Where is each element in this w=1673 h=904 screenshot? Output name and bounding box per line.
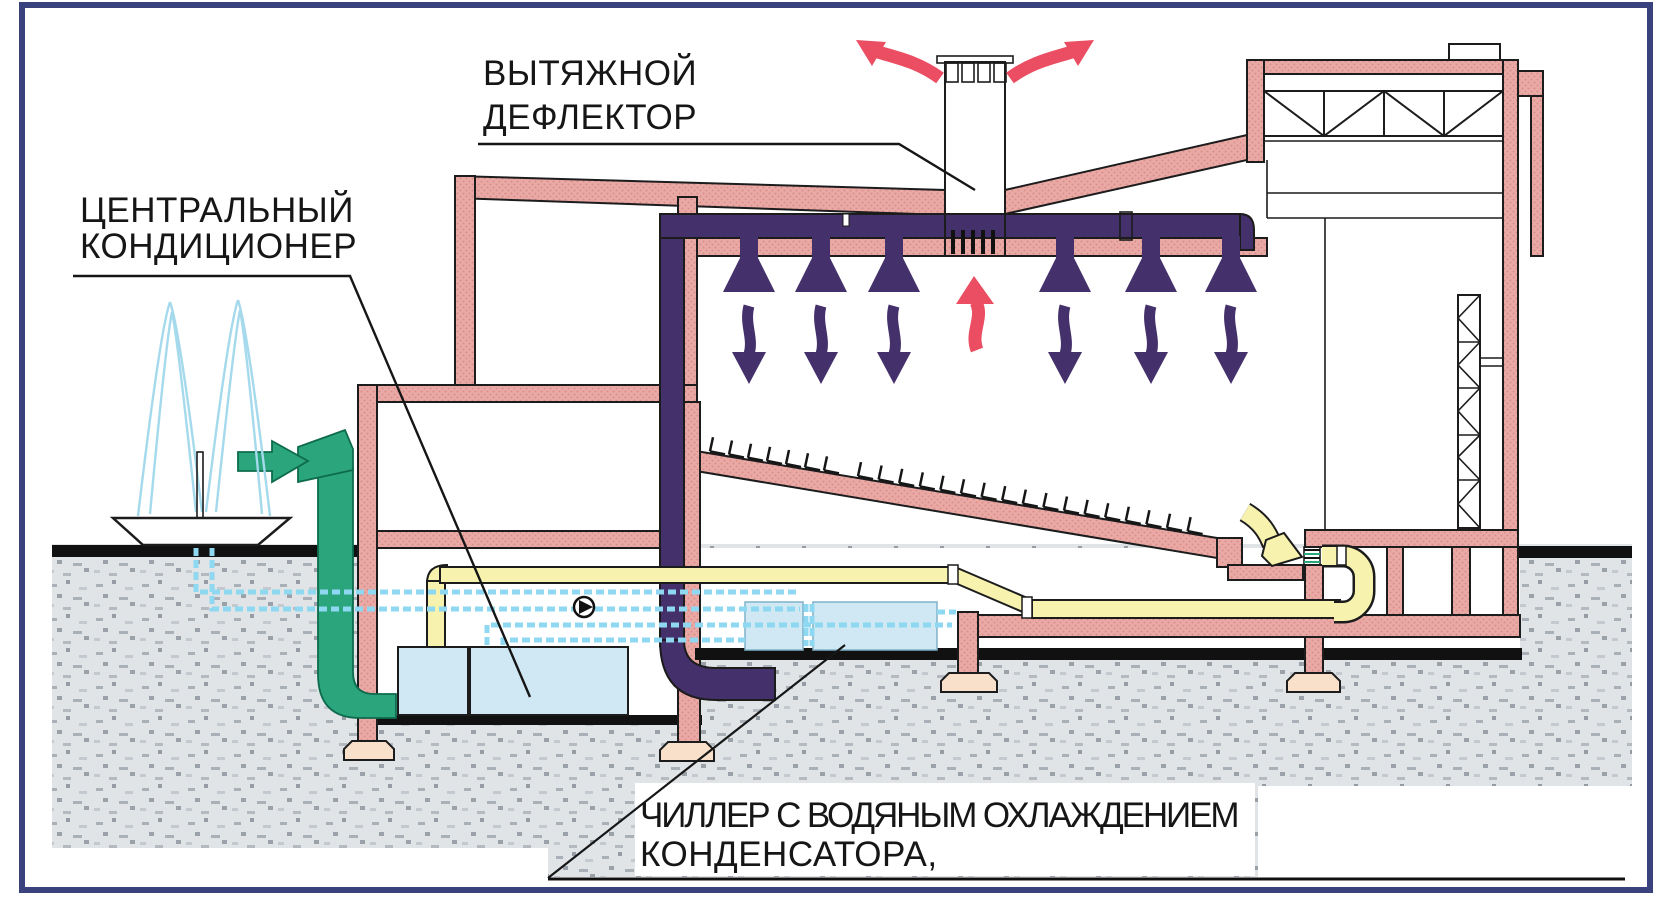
column-3 <box>957 611 979 674</box>
label-text: ВЫТЯЖНОЙ <box>483 53 697 93</box>
roof-box <box>1448 43 1501 61</box>
exhaust-deflector-stack <box>856 40 1094 353</box>
water-pipe-1 <box>193 548 800 595</box>
column-1 <box>357 384 378 743</box>
intake-hood <box>297 428 354 484</box>
fresh-air-intake-duct <box>237 428 397 719</box>
duct-run-lower <box>1031 599 1341 619</box>
annex-bottom-wall <box>376 530 698 549</box>
exhaust-arrow-right-icon <box>1006 45 1074 84</box>
label-exhaust-deflector: ВЫТЯЖНОЙ ДЕФЛЕКТОР <box>478 53 976 192</box>
leader-line <box>73 274 532 698</box>
auditorium-seats <box>708 437 1203 536</box>
label-text: ЦЕНТРАЛЬНЫЙ <box>80 190 354 230</box>
label-chiller: ЧИЛЛЕР С ВОДЯНЫМ ОХЛАЖДЕНИЕМ КОНДЕНСАТОР… <box>547 644 1625 881</box>
duct-run-upper <box>439 566 958 584</box>
label-text: КОНДЕНСАТОРА, <box>640 835 938 874</box>
leader-line <box>478 142 976 192</box>
intake-duct <box>317 467 397 719</box>
footing-4 <box>1286 672 1341 693</box>
tower-left-wall <box>454 175 476 386</box>
footing-3 <box>940 672 998 693</box>
return-air-grille <box>1303 546 1321 566</box>
label-text: ДЕФЛЕКТОР <box>483 98 697 137</box>
supply-air-duct-system <box>658 211 1522 701</box>
label-text: КОНДИЦИОНЕР <box>80 227 357 266</box>
exhaust-arrow-left-icon <box>876 45 944 84</box>
stack-body <box>944 61 1006 257</box>
exhaust-air-arrows <box>856 40 1094 353</box>
chilled-water-pipes <box>193 548 956 646</box>
border-frame <box>19 2 1653 893</box>
wall-truss-ladder <box>1456 294 1503 529</box>
ceiling-diffusers <box>723 236 1257 292</box>
stack-cap <box>936 55 1014 64</box>
right-wall <box>1502 59 1519 638</box>
label-box <box>635 783 1255 876</box>
main-supply-duct <box>659 213 1241 239</box>
return-air-arrow-icon <box>1260 531 1304 568</box>
water-pipe-3 <box>484 622 952 645</box>
ground-line-right <box>1518 546 1632 558</box>
leader-line <box>547 644 846 879</box>
footing-1 <box>343 740 395 761</box>
stack-inlet-grille <box>951 230 995 254</box>
fresh-air-arrow-icon <box>237 439 310 484</box>
roof-truss <box>1263 89 1504 142</box>
conditioned-air-duct <box>425 502 1376 648</box>
right-section-roof <box>1246 59 1519 75</box>
riser-elbow <box>658 639 776 701</box>
ground-line-left <box>52 545 358 557</box>
foundations <box>343 611 1341 762</box>
fountain-basin <box>109 516 294 547</box>
label-central-conditioner: ЦЕНТРАЛЬНЫЙ КОНДИЦИОНЕР <box>73 190 532 698</box>
duct-elbow-right <box>1322 547 1373 621</box>
annex-top-wall <box>357 384 698 403</box>
building-structure <box>357 43 1544 743</box>
ac-room-floor <box>377 715 702 725</box>
footing-2 <box>659 741 715 762</box>
central-conditioner-unit <box>397 646 629 716</box>
label-text: ЧИЛЛЕР С ВОДЯНЫМ ОХЛАЖДЕНИЕМ <box>640 796 1240 835</box>
water-pipe-4 <box>500 637 745 645</box>
water-pipe-2 <box>209 548 800 612</box>
exhaust-arrow-up-icon <box>968 299 986 353</box>
column-4 <box>1304 636 1324 674</box>
fountain <box>109 299 294 547</box>
supply-air-arrows <box>732 304 1248 384</box>
